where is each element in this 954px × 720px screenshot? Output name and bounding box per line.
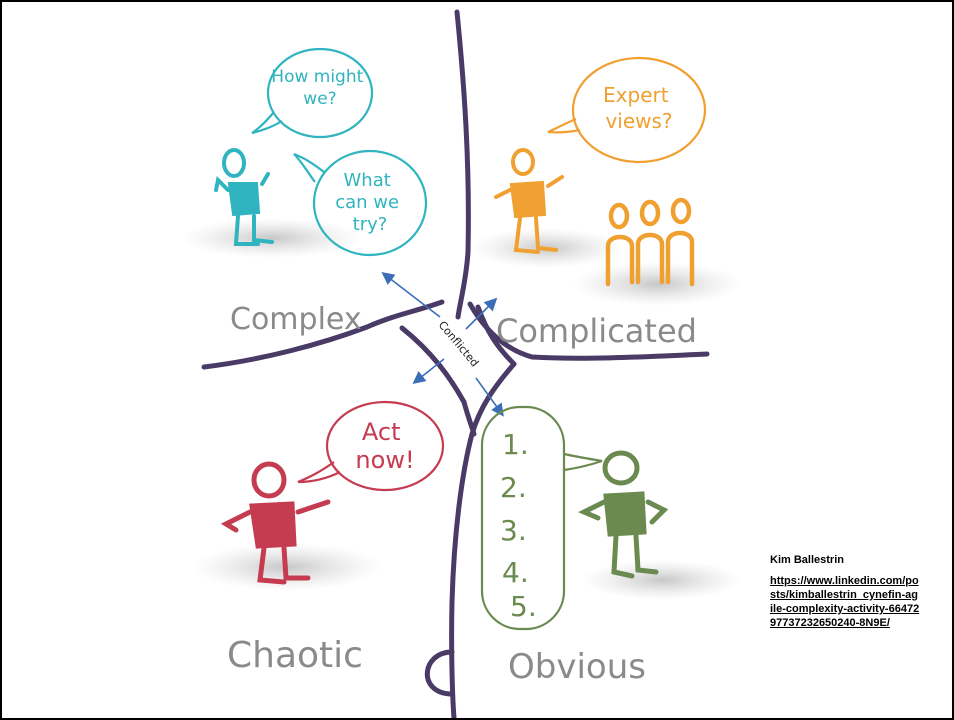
- complex-person: [214, 148, 274, 246]
- conflicted-label: Conflicted: [436, 319, 482, 370]
- complicated-person: [494, 148, 564, 254]
- divider-center-left: [399, 325, 467, 405]
- obvious-bubble-tail: [563, 452, 603, 472]
- credit-author: Kim Ballestrin: [770, 554, 844, 566]
- arrow-to-complex: [381, 272, 441, 318]
- arrow-to-complicated: [465, 297, 498, 330]
- divider-top-vertical: [454, 9, 471, 320]
- obvious-person: [578, 450, 669, 579]
- cliff-curl: [424, 649, 455, 697]
- complex-domain: How might we? What can we try? Complex: [214, 47, 428, 337]
- credit-link[interactable]: https://www.linkedin.com/posts/kimballes…: [770, 575, 920, 629]
- chaotic-person: [220, 461, 331, 585]
- chaotic-domain: Act now! Chaotic: [220, 400, 445, 676]
- complex-label: Complex: [230, 302, 362, 337]
- obvious-step-3: 3.: [500, 514, 527, 547]
- expert-group-icon: [605, 197, 695, 287]
- complicated-bubble-text: Expert views?: [603, 83, 675, 133]
- credit-box: Kim Ballestrin https://www.linkedin.com/…: [770, 554, 945, 630]
- complicated-bubble: [571, 56, 707, 164]
- obvious-steps-bubble: [480, 405, 566, 631]
- chaotic-bubble-tail: [297, 461, 341, 484]
- complex-bubble-bottom: [312, 149, 428, 257]
- divider-left-arm: [201, 299, 445, 370]
- obvious-label: Obvious: [508, 647, 646, 687]
- complex-bubble-top: [266, 47, 374, 139]
- obvious-step-2: 2.: [500, 471, 527, 504]
- complicated-bubble-tail: [547, 117, 581, 134]
- obvious-domain: 1. 2. 3. 4. 5. Obvious: [480, 405, 669, 687]
- shadow-complex: [182, 218, 362, 258]
- complex-bubble-bottom-tail: [293, 152, 325, 183]
- complicated-domain: Expert views? Complicated: [494, 56, 707, 350]
- obvious-step-5: 5.: [510, 590, 537, 623]
- complex-bubble-bottom-text: What can we try?: [335, 170, 405, 235]
- chaotic-bubble-text: Act now!: [355, 418, 414, 474]
- arrow-to-chaotic: [412, 358, 445, 384]
- divider-bottom: [449, 361, 517, 718]
- complicated-label: Complicated: [496, 312, 697, 350]
- shadow-obvious: [582, 560, 742, 600]
- chaotic-bubble: [325, 400, 445, 492]
- complex-bubble-top-tail: [251, 111, 283, 135]
- obvious-step-1: 1.: [502, 428, 529, 461]
- obvious-step-4: 4.: [502, 556, 529, 589]
- complex-bubble-top-text: How might we?: [271, 67, 368, 109]
- shadow-complicated-group: [572, 262, 742, 306]
- chaotic-label: Chaotic: [227, 635, 363, 676]
- conflicted-arrows: [381, 272, 504, 417]
- arrow-to-obvious: [475, 377, 504, 417]
